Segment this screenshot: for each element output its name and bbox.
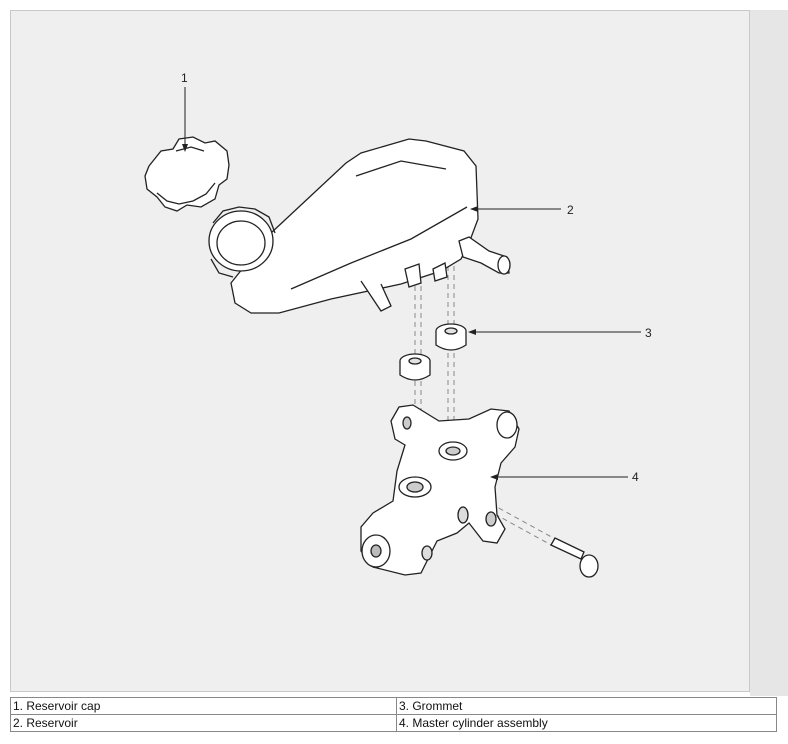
exploded-view-figure: 1 2 3 4 bbox=[10, 10, 750, 692]
legend-row: 1. Reservoir cap 3. Grommet bbox=[10, 697, 777, 715]
legend-cell: 1. Reservoir cap bbox=[10, 697, 397, 715]
legend-cell: 3. Grommet bbox=[396, 697, 777, 715]
exploded-view-diagram: 1 2 3 4 bbox=[144, 71, 652, 578]
mounting-bolt-part bbox=[550, 537, 599, 578]
page-side-strip bbox=[750, 10, 788, 696]
reservoir-part bbox=[208, 138, 511, 314]
callout-1-label: 1 bbox=[181, 71, 188, 85]
callout-3-label: 3 bbox=[645, 326, 652, 340]
callout-leaders bbox=[182, 87, 641, 480]
parts-legend-table: 1. Reservoir cap 3. Grommet 2. Reservoir… bbox=[10, 697, 777, 732]
legend-row: 2. Reservoir 4. Master cylinder assembly bbox=[10, 714, 777, 732]
callout-2-label: 2 bbox=[567, 203, 574, 217]
master-cylinder-assembly-part bbox=[360, 404, 520, 576]
reservoir-cap-part bbox=[144, 136, 230, 212]
grommet-part bbox=[399, 323, 467, 381]
legend-cell: 2. Reservoir bbox=[10, 714, 397, 732]
legend-cell: 4. Master cylinder assembly bbox=[396, 714, 777, 732]
callout-4-label: 4 bbox=[632, 470, 639, 484]
